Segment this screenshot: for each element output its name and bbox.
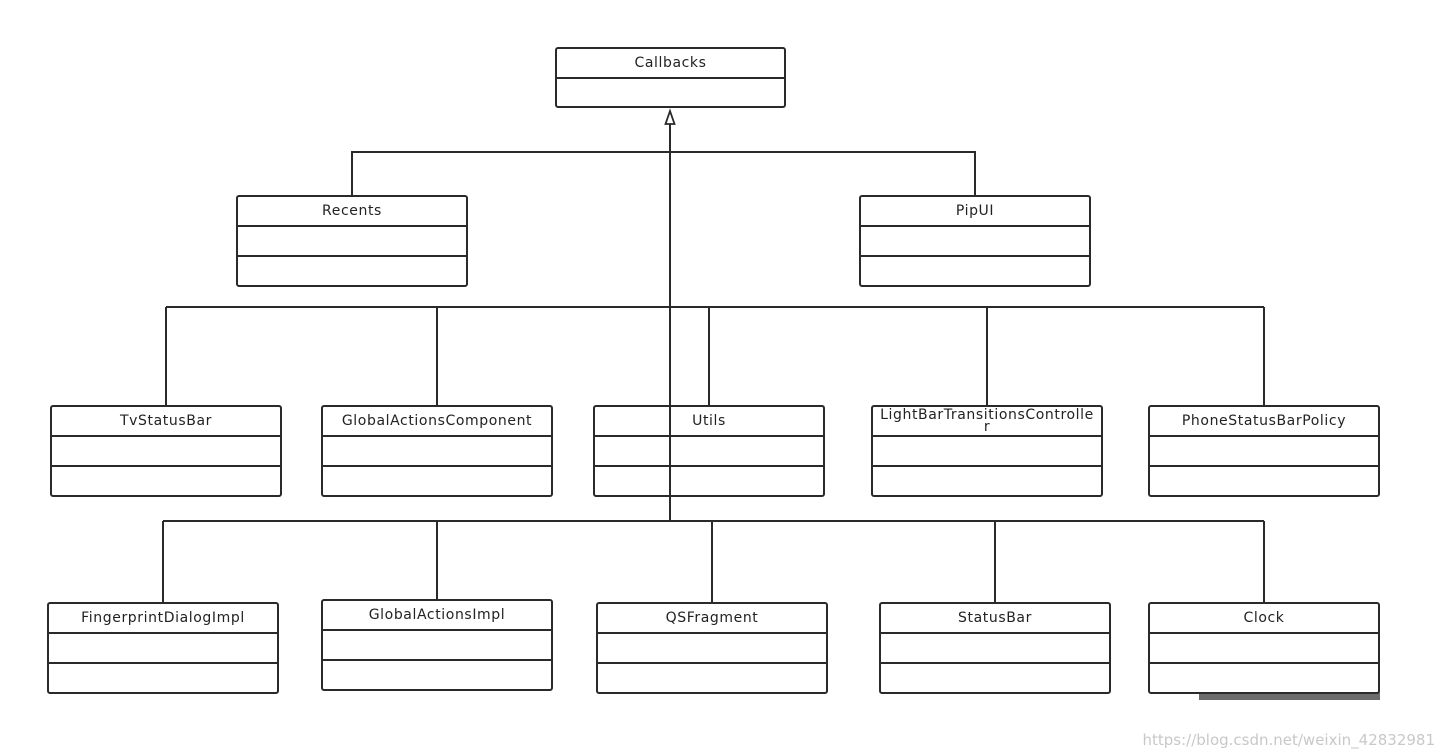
class-name: GlobalActionsImpl [323,601,551,631]
class-methods [49,664,277,692]
row1-bus [351,151,976,196]
class-statusbar[interactable]: StatusBar [879,602,1111,694]
class-recents[interactable]: Recents [236,195,468,287]
class-attributes [52,437,280,467]
class-attributes [323,437,551,467]
class-qsfragment[interactable]: QSFragment [596,602,828,694]
class-attributes [873,437,1101,467]
class-attributes [557,79,784,106]
class-name: QSFragment [598,604,826,634]
class-name: GlobalActionsComponent [323,407,551,437]
class-methods [1150,467,1378,495]
class-lightbartransitionscontroller[interactable]: LightBarTransitionsController [871,405,1103,497]
class-attributes [861,227,1089,257]
watermark-url: https://blog.csdn.net/weixin_42832981 [1142,731,1435,749]
class-globalactionsimpl[interactable]: GlobalActionsImpl [321,599,553,691]
class-globalactionscomponent[interactable]: GlobalActionsComponent [321,405,553,497]
class-pipui[interactable]: PipUI [859,195,1091,287]
class-clock[interactable]: Clock [1148,602,1380,694]
class-name: FingerprintDialogImpl [49,604,277,634]
class-name: Clock [1150,604,1378,634]
class-methods [861,257,1089,285]
class-methods [1150,664,1378,692]
class-phonestatusbarpolicy[interactable]: PhoneStatusBarPolicy [1148,405,1380,497]
class-attributes [1150,634,1378,664]
class-methods [881,664,1109,692]
selection-shadow [1199,692,1380,700]
class-methods [323,467,551,495]
class-methods [873,467,1101,495]
class-attributes [323,631,551,661]
class-methods [52,467,280,495]
class-name: TvStatusBar [52,407,280,437]
class-methods [323,661,551,689]
class-attributes [598,634,826,664]
class-utils[interactable]: Utils [593,405,825,497]
class-attributes [595,437,823,467]
class-name: PhoneStatusBarPolicy [1150,407,1378,437]
class-callbacks[interactable]: Callbacks [555,47,786,108]
class-fingerprintdialogimpl[interactable]: FingerprintDialogImpl [47,602,279,694]
inheritance-arrowhead [664,108,676,125]
class-name: Recents [238,197,466,227]
class-attributes [238,227,466,257]
class-methods [238,257,466,285]
class-tvstatusbar[interactable]: TvStatusBar [50,405,282,497]
class-attributes [49,634,277,664]
class-name: LightBarTransitionsController [873,407,1101,437]
class-methods [598,664,826,692]
class-attributes [881,634,1109,664]
class-name: PipUI [861,197,1089,227]
class-name: StatusBar [881,604,1109,634]
class-name: Callbacks [557,49,784,79]
class-name: Utils [595,407,823,437]
class-methods [595,467,823,495]
class-attributes [1150,437,1378,467]
